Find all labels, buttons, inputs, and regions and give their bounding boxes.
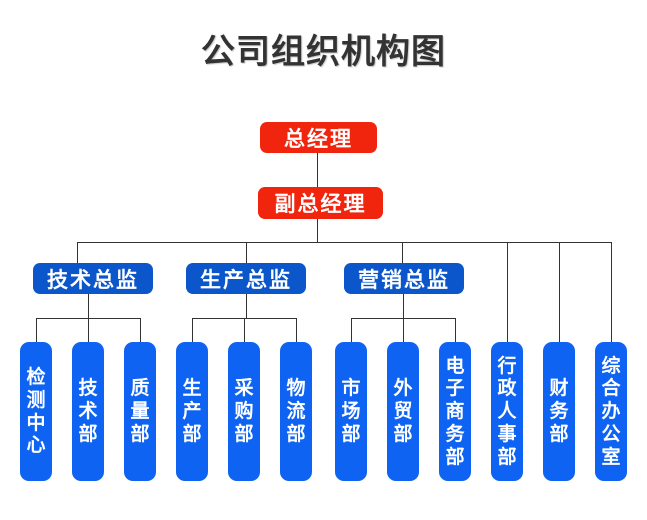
connector-drop-testing-center [36,318,37,342]
dept-label: 生产部 [182,377,202,445]
dept-production: 生产部 [176,342,208,481]
connector-deputy-bus [317,219,318,242]
dept-technology: 技术部 [72,342,104,481]
connector-drop-technology-dept [88,318,89,342]
dept-label: 检测中心 [26,365,46,457]
connector-director-technology-subbus [88,294,89,318]
dept-label: 行政人事部 [497,354,517,468]
dept-label: 采购部 [234,377,254,445]
connector-director-production-subbus [246,294,247,318]
node-director-marketing: 营销总监 [344,263,464,294]
node-general-manager: 总经理 [260,122,377,153]
dept-label: 市场部 [341,377,361,445]
dept-logistics: 物流部 [280,342,312,481]
dept-label: 外贸部 [393,377,413,445]
dept-label: 物流部 [286,377,306,445]
node-deputy-general-manager: 副总经理 [258,187,383,219]
page-title: 公司组织机构图 [201,32,446,72]
dept-label: 电子商务部 [445,354,465,468]
connector-ceo-deputy [317,153,318,187]
connector-director-marketing-subbus [403,294,404,318]
dept-testing-center: 检测中心 [20,342,52,481]
dept-quality: 质量部 [124,342,156,481]
connector-drop-purchasing-dept [244,318,245,342]
connector-bus-dept-finance [559,242,560,342]
connector-bus-dept-general-office [611,242,612,342]
dept-foreign-trade: 外贸部 [387,342,419,481]
connector-bus-director-production [246,242,247,263]
connector-drop-production-dept [192,318,193,342]
dept-label: 综合办公室 [601,354,621,468]
connector-drop-foreign-trade-dept [403,318,404,342]
dept-general-office: 综合办公室 [595,342,627,481]
connector-bus-director-marketing [402,242,403,263]
dept-label: 财务部 [549,377,569,445]
dept-label: 技术部 [78,377,98,445]
dept-ecommerce: 电子商务部 [439,342,471,481]
dept-finance: 财务部 [543,342,575,481]
dept-marketing: 市场部 [335,342,367,481]
connector-drop-quality-dept [140,318,141,342]
node-director-production: 生产总监 [186,263,306,294]
connector-main-bus [77,242,612,243]
connector-bus-director-technology [77,242,78,263]
connector-drop-ecommerce-dept [455,318,456,342]
dept-label: 质量部 [130,377,150,445]
node-director-technology: 技术总监 [33,263,153,294]
connector-drop-logistics-dept [296,318,297,342]
connector-bus-dept-admin-hr [507,242,508,342]
dept-admin-hr: 行政人事部 [491,342,523,481]
connector-drop-marketing-dept [351,318,352,342]
dept-purchasing: 采购部 [228,342,260,481]
